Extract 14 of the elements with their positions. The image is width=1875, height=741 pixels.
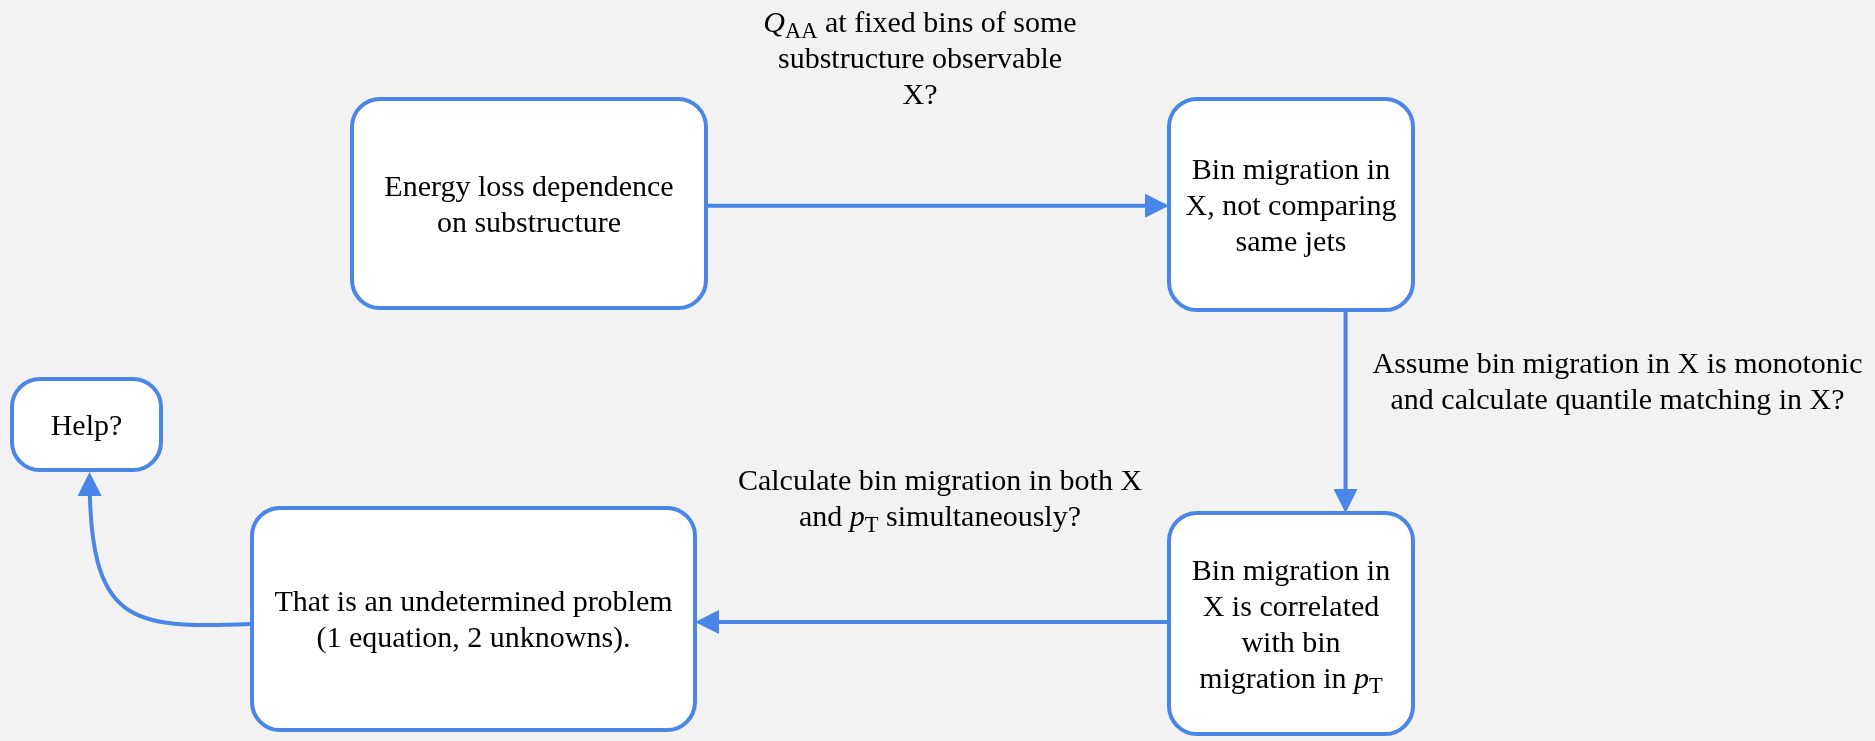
arrow (1333, 312, 1358, 513)
process-box (350, 97, 708, 310)
process-box (10, 377, 163, 472)
box-text: That is an undetermined problem (1 equation, 2 unknowns). (273, 583, 674, 655)
process-box (1167, 511, 1415, 736)
process-box (1167, 97, 1415, 312)
arrow (708, 193, 1169, 218)
box-text: Help? (50, 406, 123, 443)
process-box (250, 506, 697, 732)
box-text: Bin migration in X, not comparing same jets (1184, 150, 1398, 259)
arrow (78, 472, 251, 628)
box-text: Energy loss dependence on substructure (383, 167, 675, 240)
box-text: Bin migration in X is correlated with bin migration in p$_{T}$ (1190, 551, 1392, 696)
arrow (695, 610, 1167, 634)
